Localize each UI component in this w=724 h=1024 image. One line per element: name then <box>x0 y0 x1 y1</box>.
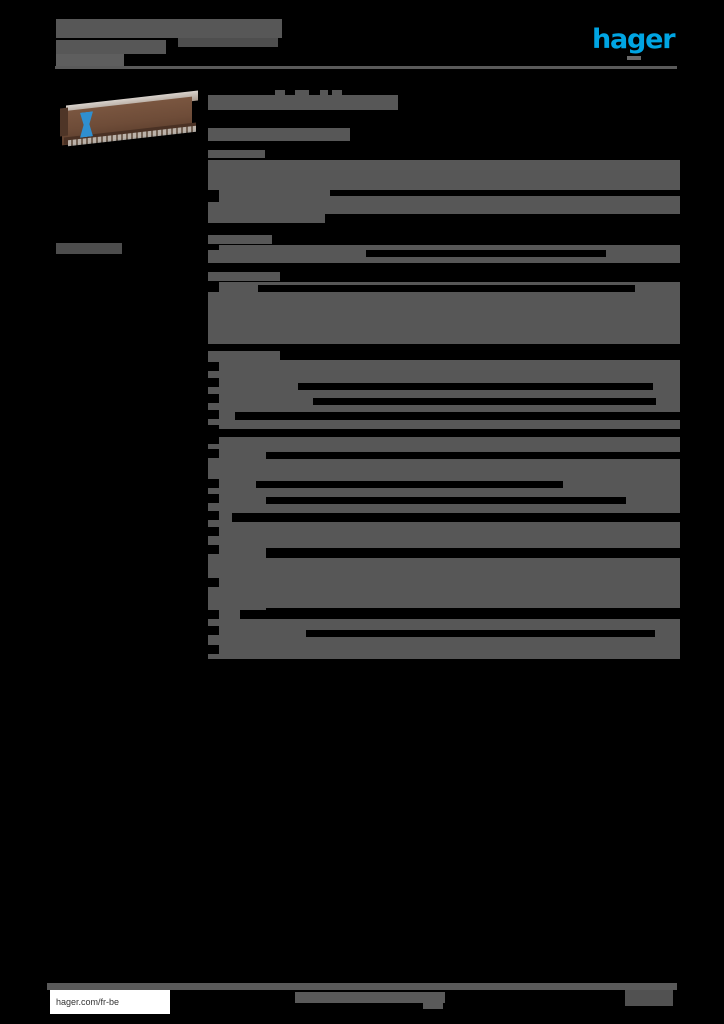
spec-row-gap <box>208 610 219 619</box>
spec-row-gap <box>208 645 219 654</box>
left-column-label <box>56 243 122 254</box>
footer-center-text-2 <box>423 1000 443 1009</box>
footer-divider <box>47 983 677 990</box>
spec-row-gap <box>208 578 219 587</box>
spec-row-gap <box>325 214 680 223</box>
spec-row-gap <box>208 626 219 635</box>
spec-panel-1-label <box>208 150 265 158</box>
spec-row-gap <box>208 245 219 250</box>
spec-row-gap <box>208 425 219 434</box>
spec-row-gap <box>306 630 655 637</box>
spec-row-gap <box>266 452 680 459</box>
spec-row-gap <box>208 479 219 488</box>
document-reference <box>178 38 278 47</box>
spec-row-gap <box>266 548 680 558</box>
spec-row-gap <box>266 497 626 504</box>
spec-panel-2-label <box>208 235 272 244</box>
spec-panel-3-label <box>208 272 280 281</box>
content-heading-accent-4 <box>332 90 342 96</box>
spec-row-gap <box>366 250 606 257</box>
spec-panel-3-rows <box>208 282 680 344</box>
spec-row-gap <box>208 394 219 403</box>
content-heading-accent-1 <box>275 90 285 96</box>
spec-row-gap <box>208 527 219 536</box>
content-subheading <box>208 128 350 141</box>
content-heading-bar <box>208 95 398 110</box>
spec-row-gap <box>208 511 219 520</box>
spec-row-gap <box>330 190 680 196</box>
spec-row-gap <box>313 398 656 405</box>
spec-row-gap <box>258 285 635 292</box>
footer-center-text <box>295 992 445 1003</box>
spec-row-gap <box>240 610 680 619</box>
spec-row-gap <box>208 410 219 419</box>
spec-row-gap <box>232 513 680 522</box>
content-heading-accent-2 <box>295 90 309 96</box>
spec-row-gap <box>208 282 219 292</box>
hager-logo: hager <box>592 24 676 55</box>
content-heading-accent-3 <box>320 90 328 96</box>
spec-row-gap <box>265 431 680 437</box>
spec-row-gap <box>208 449 219 458</box>
product-photo <box>56 86 208 148</box>
spec-row-gap <box>298 383 653 390</box>
spec-row-gap <box>235 412 680 420</box>
page-title <box>56 19 282 38</box>
spec-row-gap <box>208 196 219 202</box>
header-divider <box>55 66 677 69</box>
spec-panel-4-label <box>208 351 280 360</box>
spec-row-gap <box>208 378 219 387</box>
hager-logo-underline <box>627 56 641 60</box>
spec-row-gap <box>208 545 219 554</box>
trunking-end-cap <box>60 107 68 137</box>
spec-row-gap <box>256 481 563 488</box>
footer-url[interactable]: hager.com/fr-be <box>50 990 170 1014</box>
spec-row-gap <box>208 362 219 371</box>
footer-page-number <box>625 990 673 1006</box>
page-title-line2 <box>56 40 166 54</box>
spec-row-gap <box>208 190 219 196</box>
spec-row-gap <box>208 437 219 444</box>
spec-row-gap <box>208 494 219 503</box>
page-subtitle <box>56 54 124 66</box>
